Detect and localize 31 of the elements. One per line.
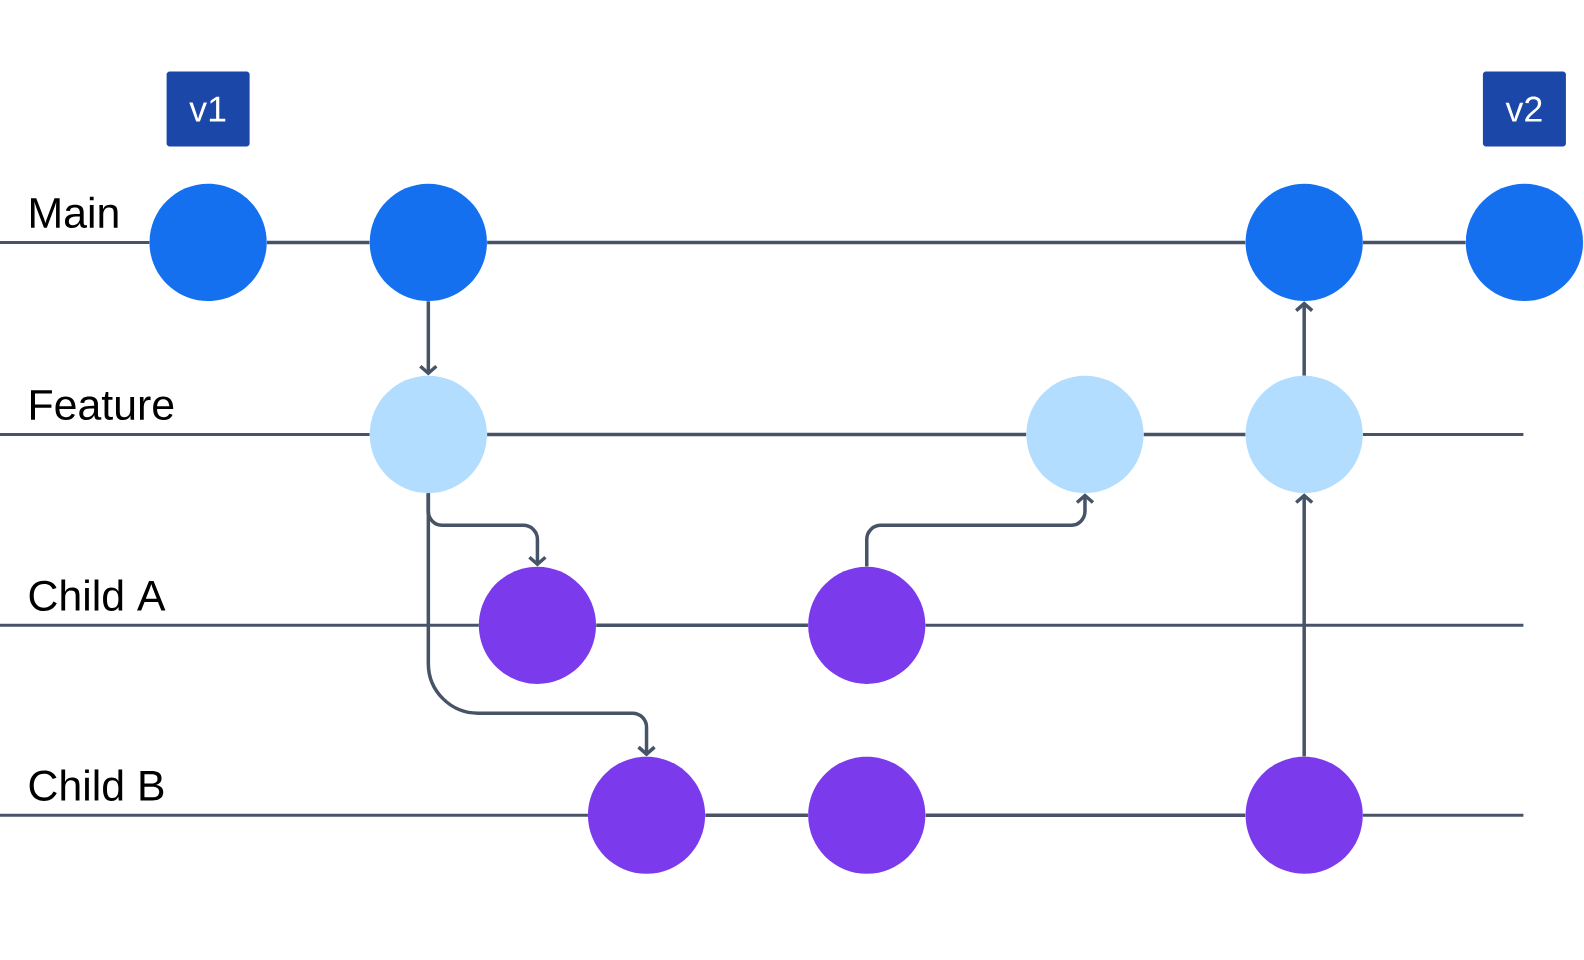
commit-circle (149, 184, 267, 302)
commit-circle (1026, 375, 1144, 494)
lane-line (705, 813, 808, 818)
commit-circle (1465, 184, 1583, 302)
commit-circle (1245, 184, 1363, 302)
commit-circle (808, 566, 926, 685)
version-tag: v1 (166, 71, 250, 147)
commit-circle (369, 375, 487, 494)
lane-line (487, 240, 1246, 245)
commit-circle (1245, 756, 1363, 874)
commit-circle (478, 566, 597, 685)
commit-circle (369, 184, 487, 302)
arrow (865, 493, 1095, 567)
lane-line (487, 432, 1027, 437)
lane-line (925, 813, 1246, 818)
lane-line (266, 240, 370, 245)
lane-line (1363, 240, 1466, 245)
commit-circle (587, 756, 706, 874)
arrow (426, 493, 656, 757)
version-tag: v2 (1482, 71, 1566, 147)
arrow (1295, 301, 1314, 376)
lane-line (1143, 432, 1246, 437)
lane-label: Child B (29, 769, 164, 802)
arrow (419, 301, 438, 376)
lane-line (596, 623, 808, 628)
lane-label: Main (31, 196, 118, 229)
arrow (1295, 493, 1314, 757)
commit-circle (808, 756, 926, 874)
lane-label: Child A (29, 579, 166, 612)
lane-label: Feature (31, 390, 174, 421)
commit-circle (1245, 375, 1363, 494)
